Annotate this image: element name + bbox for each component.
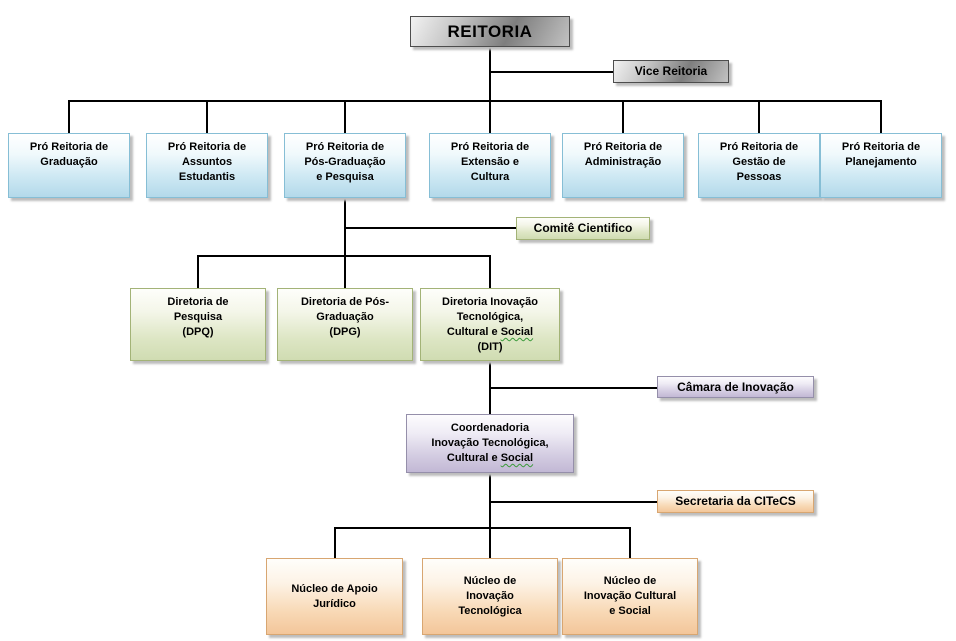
connector-line (622, 100, 624, 133)
node-label: Pró Reitoria de Pós-Graduação e Pesquisa (304, 141, 386, 183)
connector-line (629, 527, 631, 558)
node-diretoria-inovacao-dit: Diretoria Inovação Tecnológica, Cultural… (420, 288, 560, 361)
node-pro-reitoria-assuntos-estudantis: Pró Reitoria de Assuntos Estudantis (146, 133, 268, 198)
node-label: Diretoria de Pesquisa (DPQ) (167, 296, 229, 338)
node-pro-reitoria-pos-graduacao-pesquisa: Pró Reitoria de Pós-Graduação e Pesquisa (284, 133, 406, 198)
node-label: Pró Reitoria de Extensão e Cultura (450, 141, 530, 183)
connector-line (489, 100, 491, 133)
connector-line (490, 501, 657, 503)
spellchecked-word: Social (500, 326, 534, 338)
node-label: Pró Reitoria de Graduação (29, 141, 109, 168)
connector-line (758, 100, 760, 133)
connector-line (344, 100, 346, 133)
node-pro-reitoria-planejamento: Pró Reitoria de Planejamento (820, 133, 942, 198)
connector-line (334, 527, 631, 529)
node-reitoria: REITORIA (410, 16, 570, 47)
label-text: Coordenadoria Inovação Tecnológica, Cult… (431, 422, 549, 464)
connector-line (344, 255, 346, 288)
connector-line (489, 255, 491, 288)
node-label: Comitê Cientifico (533, 221, 633, 235)
node-nucleo-inovacao-tecnologica: Núcleo de Inovação Tecnológica (422, 558, 558, 635)
node-label: Diretoria Inovação Tecnológica, Cultural… (421, 289, 559, 355)
node-diretoria-pos-graduacao-dpg: Diretoria de Pós- Graduação (DPG) (277, 288, 413, 361)
node-vice-reitoria: Vice Reitoria (613, 60, 729, 83)
node-pro-reitoria-gestao-pessoas: Pró Reitoria de Gestão de Pessoas (698, 133, 820, 198)
node-label: Pró Reitoria de Gestão de Pessoas (719, 141, 799, 183)
node-label: Núcleo de Inovação Tecnológica (458, 575, 522, 617)
connector-line (197, 255, 199, 288)
connector-line (344, 227, 516, 229)
connector-line (880, 100, 882, 133)
node-label: Vice Reitoria (634, 64, 708, 78)
node-label: Secretaria da CITeCS (675, 494, 796, 508)
node-comite-cientifico: Comitê Cientifico (516, 217, 650, 240)
node-nucleo-inovacao-cultural-social: Núcleo de Inovação Cultural e Social (562, 558, 698, 635)
node-pro-reitoria-extensao-cultura: Pró Reitoria de Extensão e Cultura (429, 133, 551, 198)
label-text: Diretoria Inovação Tecnológica, Cultural… (442, 296, 538, 338)
node-coordenadoria-citecs: Coordenadoria Inovação Tecnológica, Cult… (406, 414, 574, 473)
node-nucleo-apoio-juridico: Núcleo de Apoio Jurídico (266, 558, 403, 635)
node-label: Pró Reitoria de Administração (583, 141, 663, 168)
label-text: (DIT) (477, 341, 503, 353)
connector-line (489, 47, 491, 101)
node-pro-reitoria-graduacao: Pró Reitoria de Graduação (8, 133, 130, 198)
connector-line (334, 527, 336, 558)
connector-line (490, 71, 614, 73)
connector-line (68, 100, 70, 133)
node-label: Núcleo de Apoio Jurídico (291, 582, 378, 610)
connector-line (490, 387, 657, 389)
spellchecked-word: Social (500, 452, 534, 464)
node-label: Diretoria de Pós- Graduação (DPG) (300, 296, 390, 338)
connector-line (489, 473, 491, 558)
node-pro-reitoria-administracao: Pró Reitoria de Administração (562, 133, 684, 198)
node-label: Coordenadoria Inovação Tecnológica, Cult… (407, 421, 573, 466)
connector-line (68, 100, 882, 102)
node-label: REITORIA (447, 21, 533, 41)
node-diretoria-pesquisa-dpq: Diretoria de Pesquisa (DPQ) (130, 288, 266, 361)
node-label: Câmara de Inovação (677, 379, 794, 394)
node-label: Pró Reitoria de Assuntos Estudantis (167, 141, 247, 183)
node-label: Pró Reitoria de Planejamento (841, 141, 921, 168)
node-secretaria-citecs: Secretaria da CITeCS (657, 490, 814, 513)
connector-line (206, 100, 208, 133)
node-camara-inovacao: Câmara de Inovação (657, 376, 814, 398)
node-label: Núcleo de Inovação Cultural e Social (583, 575, 677, 617)
